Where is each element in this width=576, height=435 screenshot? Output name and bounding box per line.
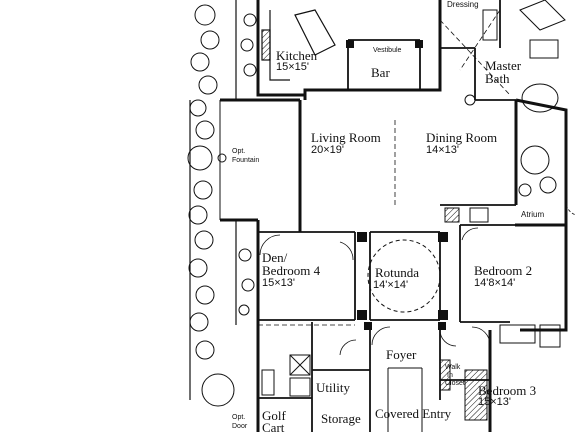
columns xyxy=(346,40,448,330)
planter-strips xyxy=(189,0,259,400)
dining-room-label: Dining Room xyxy=(426,130,498,145)
golf-cart-label-2: Cart xyxy=(262,420,285,435)
bedroom3-size: 15×13' xyxy=(478,396,511,408)
fountain xyxy=(217,100,227,220)
dining-room-size: 14×13' xyxy=(426,144,459,156)
opt-fountain-label-1: Opt. xyxy=(232,148,246,155)
bedroom2-label: Bedroom 2 xyxy=(474,263,533,278)
golf-cart-label-1: Golf xyxy=(262,408,286,423)
living-room-label: Living Room xyxy=(311,130,381,145)
east-door-swing xyxy=(565,199,576,216)
den-size: 15×13' xyxy=(262,277,295,289)
landscape-shrubs xyxy=(187,4,257,407)
bar-label: Bar xyxy=(371,65,390,80)
opt-fountain-label-2: Fountain xyxy=(232,157,260,164)
bath2-fixtures xyxy=(444,207,561,348)
utility-fixtures xyxy=(261,354,311,397)
vestibule-label: Vestibule xyxy=(373,47,402,54)
foyer-label: Foyer xyxy=(386,347,417,362)
door-swings xyxy=(259,227,491,356)
kitchen-counter xyxy=(261,9,336,81)
rotunda-label: Rotunda xyxy=(375,265,420,280)
kitchen-label: Kitchen xyxy=(276,48,318,63)
storage-label: Storage xyxy=(321,411,361,426)
walk-in-closet-label-2: In xyxy=(447,372,453,379)
opt-door-label-2: Door xyxy=(232,423,248,430)
den-label-1: Den/ xyxy=(262,250,288,265)
rotunda-circle xyxy=(367,239,441,313)
opt-door-label-1: Opt. xyxy=(232,414,246,421)
master-bath-label-1: Master xyxy=(485,58,522,73)
bedroom3-label: Bedroom 3 xyxy=(478,383,537,398)
rotunda-size: 14'×14' xyxy=(373,279,409,291)
living-room-size: 20×19' xyxy=(311,144,344,156)
atrium-label: Atrium xyxy=(521,210,545,219)
walk-in-closet-label-1: Walk xyxy=(445,364,461,371)
exterior-walls xyxy=(220,0,568,432)
atrium-plants xyxy=(518,145,557,197)
kitchen-size: 15×15' xyxy=(276,61,309,73)
entry-steps xyxy=(387,359,488,432)
dashed-lines xyxy=(258,9,511,326)
covered-entry-label: Covered Entry xyxy=(375,406,452,421)
den-label-2: Bedroom 4 xyxy=(262,263,321,278)
dressing-label: Dressing xyxy=(447,0,479,9)
utility-label: Utility xyxy=(316,380,350,395)
walk-in-closet-label-3: Closet xyxy=(445,380,465,387)
master-bath-label-2: Bath xyxy=(485,71,510,86)
master-bath-fixtures xyxy=(464,0,566,113)
bedroom2-size: 14'8×14' xyxy=(474,277,516,289)
